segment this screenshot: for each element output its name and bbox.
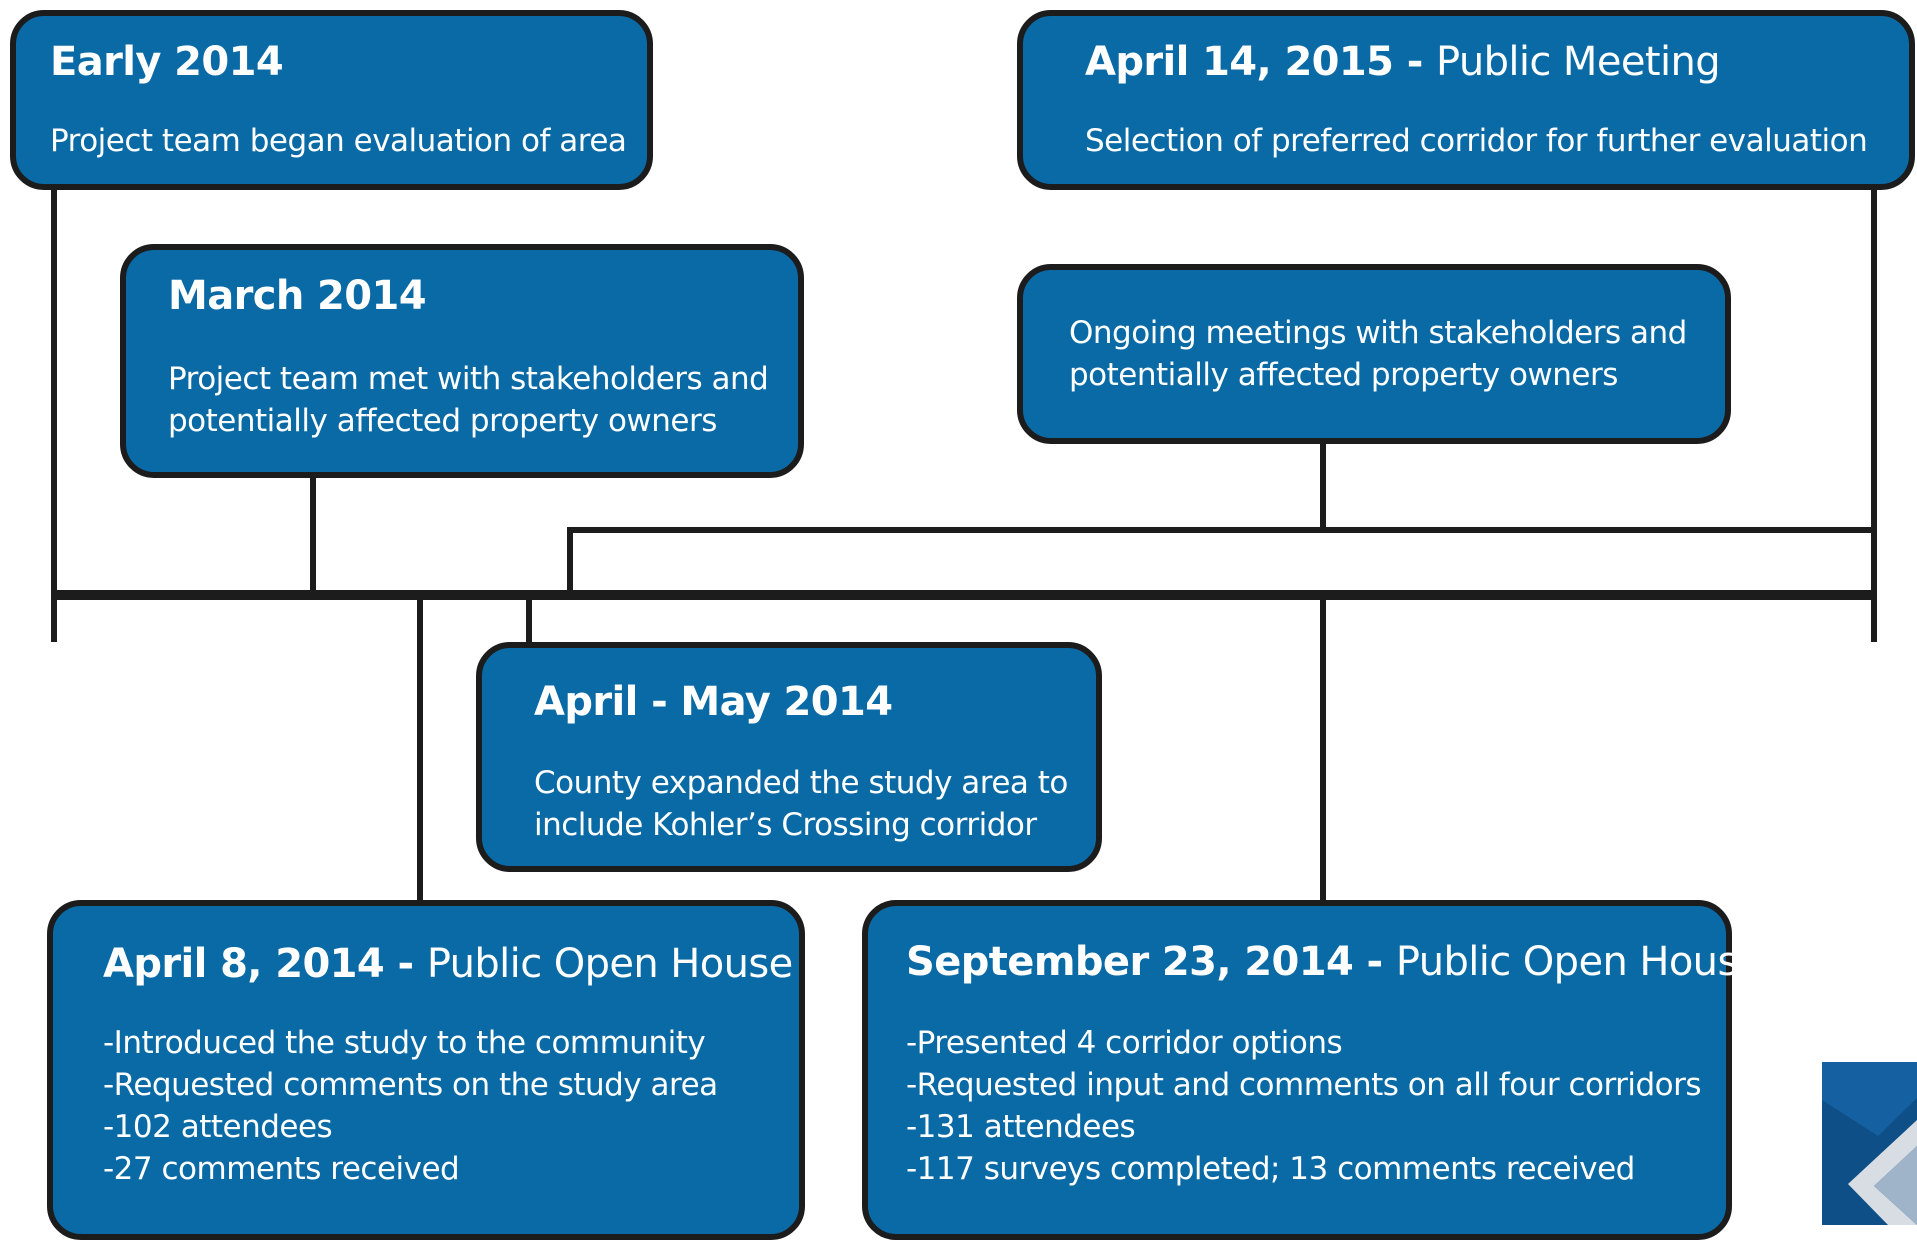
event-description: Selection of preferred corridor for furt… [1085,120,1868,162]
description-line: potentially affected property owners [1069,357,1618,393]
description-line: Project team began evaluation of area [50,123,627,159]
event-description: County expanded the study area to includ… [534,762,1068,846]
event-description: Ongoing meetings with stakeholders and p… [1069,312,1687,396]
event-date-heading: March 2014 [168,272,427,320]
event-date-heading: September 23, 2014 - Public Open House [906,938,1762,986]
description-line: -Requested comments on the study area [103,1067,718,1103]
event-description: -Presented 4 corridor options -Requested… [906,1022,1702,1190]
event-date: September 23, 2014 - [906,939,1396,985]
description-line: -27 comments received [103,1151,460,1187]
event-type: Public Open House [426,941,793,987]
event-description: -Introduced the study to the community -… [103,1022,718,1190]
partial-diamond-logo-icon [1822,1062,1917,1225]
description-line: Project team met with stakeholders and [168,361,769,397]
event-date-heading: April 14, 2015 - Public Meeting [1085,38,1721,86]
event-box-april-8-2014: April 8, 2014 - Public Open House -Intro… [47,900,805,1240]
description-line: -Introduced the study to the community [103,1025,706,1061]
event-date: Early 2014 [50,39,284,85]
event-date: April 14, 2015 - [1085,39,1437,85]
event-box-april-may-2014: April - May 2014 County expanded the stu… [476,642,1102,872]
description-line: Ongoing meetings with stakeholders and [1069,315,1687,351]
description-line: -Presented 4 corridor options [906,1025,1343,1061]
event-box-september-23-2014: September 23, 2014 - Public Open House -… [862,900,1762,1240]
event-date-heading: April 8, 2014 - Public Open House [103,940,793,988]
description-line: include Kohler’s Crossing corridor [534,807,1037,843]
description-line: -131 attendees [906,1109,1136,1145]
description-line: County expanded the study area to [534,765,1068,801]
event-description: Project team began evaluation of area [50,120,627,162]
event-date: March 2014 [168,273,427,319]
event-date: April 8, 2014 - [103,941,427,987]
event-box-early-2014: Early 2014 Project team began evaluation… [10,10,653,190]
description-line: Selection of preferred corridor for furt… [1085,123,1868,159]
description-line: potentially affected property owners [168,403,717,439]
event-date-heading: Early 2014 [50,38,284,86]
event-date-heading: April - May 2014 [534,678,893,726]
event-description: Project team met with stakeholders and p… [168,358,769,442]
event-type: Public Meeting [1436,39,1721,85]
bracket-ongoing-period [567,527,1874,595]
event-box-march-2014: March 2014 Project team met with stakeho… [120,244,804,478]
event-box-april-14-2015: April 14, 2015 - Public Meeting Selectio… [1017,10,1915,190]
description-line: -117 surveys completed; 13 comments rece… [906,1151,1635,1187]
description-line: -102 attendees [103,1109,333,1145]
event-box-ongoing-meetings: Ongoing meetings with stakeholders and p… [1017,264,1731,444]
description-line: -Requested input and comments on all fou… [906,1067,1702,1103]
event-date: April - May 2014 [534,679,893,725]
event-type: Public Open House [1395,939,1762,985]
